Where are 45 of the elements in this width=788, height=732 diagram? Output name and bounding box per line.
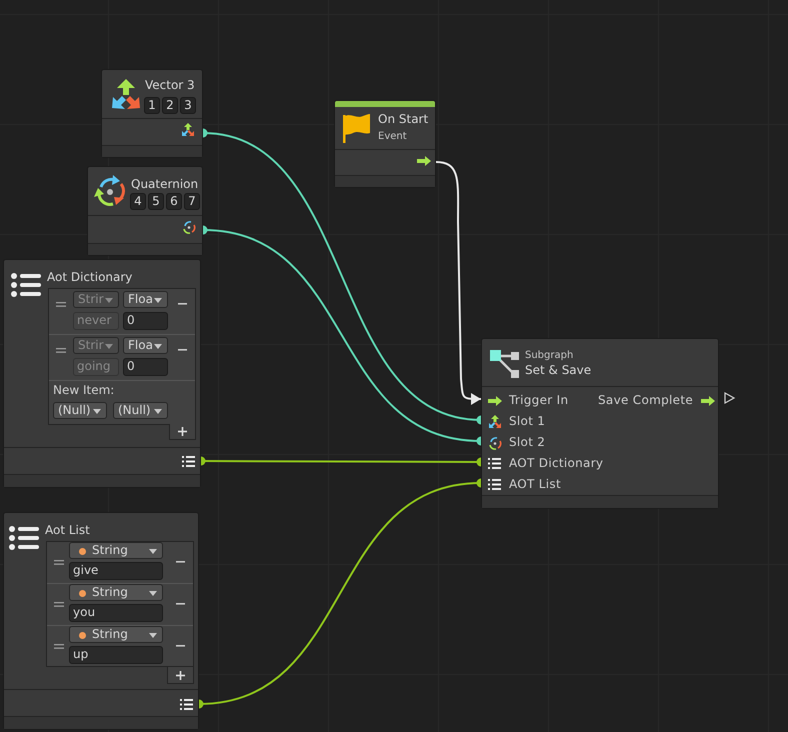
number-field: 2 — [162, 97, 178, 114]
number-field: 4 — [130, 193, 146, 210]
type-dropdown: (Null) — [53, 402, 107, 419]
key-field: going — [73, 358, 119, 376]
node-title: Vector 3 — [145, 78, 195, 93]
value-field: give — [69, 562, 163, 580]
number-field: 3 — [180, 97, 196, 114]
port-label: AOT List — [509, 477, 561, 492]
node-title: Aot List — [45, 523, 90, 538]
type-dropdown: (Null) — [113, 402, 168, 419]
port-label: AOT Dictionary — [509, 456, 604, 471]
graph-node — [481, 338, 719, 509]
value-field: up — [69, 646, 163, 664]
number-field: 5 — [148, 193, 164, 210]
field-label: New Item: — [53, 383, 114, 398]
node-subtitle: Subgraph — [525, 349, 574, 363]
flow-connector — [436, 161, 481, 405]
type-dropdown: Strir — [73, 337, 119, 354]
node-title: On Start — [378, 112, 428, 127]
graph-node — [3, 512, 199, 730]
key-field: never — [73, 312, 119, 330]
value-field: 0 — [123, 358, 168, 376]
graph-node — [101, 69, 203, 158]
type-dropdown: String — [69, 626, 163, 643]
value-field: 0 — [123, 312, 168, 330]
port-label: Trigger In — [509, 393, 568, 408]
number-field: 7 — [184, 193, 200, 210]
graph-node — [87, 166, 203, 256]
type-dropdown: Floa — [123, 291, 168, 308]
node-title: Set & Save — [525, 363, 592, 378]
value-field: you — [69, 604, 163, 622]
number-field: 1 — [144, 97, 160, 114]
graph-node — [3, 259, 201, 488]
port-label: Save Complete — [598, 393, 694, 408]
node-title: Quaternion — [131, 177, 198, 192]
port-label: Slot 1 — [509, 414, 546, 429]
type-dropdown: Floa — [123, 337, 168, 354]
type-dropdown: String — [69, 584, 163, 601]
node-title: Aot Dictionary — [47, 270, 132, 285]
type-dropdown: Strir — [73, 291, 119, 308]
port-label: Slot 2 — [509, 435, 546, 450]
type-dropdown: String — [69, 542, 163, 559]
graph-node — [334, 100, 436, 188]
node-subtitle: Event — [378, 130, 407, 144]
number-field: 6 — [166, 193, 182, 210]
